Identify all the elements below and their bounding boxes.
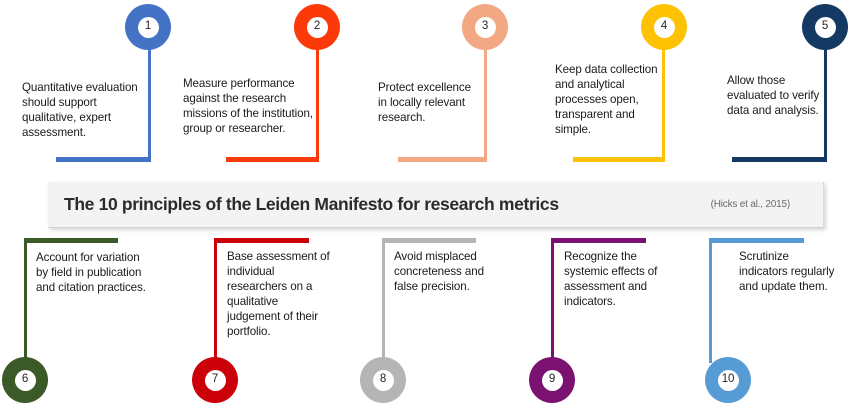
connector-stem-horizontal-7: [214, 238, 309, 243]
principle-marker-3[interactable]: 3: [462, 4, 508, 50]
title-banner: The 10 principles of the Leiden Manifest…: [48, 182, 824, 228]
principle-number-9: 9: [541, 369, 563, 391]
principle-marker-6[interactable]: 6: [2, 357, 48, 403]
principle-caption-7: Base assessment of individual researcher…: [227, 250, 330, 339]
principle-caption-3: Protect excellence in locally relevant r…: [378, 81, 471, 125]
connector-stem-vertical-3: [484, 44, 487, 160]
connector-stem-horizontal-2: [226, 157, 319, 162]
connector-stem-horizontal-1: [56, 157, 151, 162]
connector-stem-vertical-7: [214, 240, 217, 363]
connector-stem-vertical-4: [662, 44, 665, 160]
connector-stem-horizontal-3: [398, 157, 487, 162]
principle-caption-10: Scrutinize indicators regularly and upda…: [739, 250, 835, 294]
connector-stem-vertical-5: [824, 44, 827, 160]
connector-stem-horizontal-10: [709, 238, 804, 243]
connector-stem-vertical-1: [148, 44, 151, 160]
principle-number-10: 10: [717, 369, 739, 391]
connector-stem-vertical-8: [382, 240, 385, 363]
connector-stem-horizontal-9: [551, 238, 646, 243]
connector-stem-horizontal-4: [573, 157, 665, 162]
principle-number-5: 5: [814, 16, 836, 38]
principle-number-8: 8: [372, 369, 394, 391]
connector-stem-vertical-2: [316, 44, 319, 160]
connector-stem-vertical-10: [709, 240, 712, 363]
principle-marker-8[interactable]: 8: [360, 357, 406, 403]
connector-stem-vertical-6: [24, 240, 27, 363]
connector-stem-horizontal-8: [382, 238, 476, 243]
principle-caption-9: Recognize the systemic effects of assess…: [564, 250, 658, 309]
banner-citation: (Hicks et al., 2015): [710, 199, 791, 210]
principle-number-7: 7: [204, 369, 226, 391]
principle-marker-1[interactable]: 1: [125, 4, 171, 50]
principle-number-4: 4: [653, 16, 675, 38]
principle-number-6: 6: [14, 369, 36, 391]
principle-marker-10[interactable]: 10: [705, 357, 751, 403]
principle-marker-7[interactable]: 7: [192, 357, 238, 403]
principle-caption-2: Measure performance against the research…: [183, 77, 313, 136]
principle-number-3: 3: [474, 16, 496, 38]
principle-marker-9[interactable]: 9: [529, 357, 575, 403]
principle-marker-4[interactable]: 4: [641, 4, 687, 50]
principle-caption-1: Quantitative evaluation should support q…: [22, 81, 138, 140]
principle-caption-6: Account for variation by field in public…: [36, 251, 146, 295]
principle-caption-5: Allow those evaluated to verify data and…: [727, 74, 820, 118]
principle-number-1: 1: [137, 16, 159, 38]
principle-marker-2[interactable]: 2: [294, 4, 340, 50]
banner-title: The 10 principles of the Leiden Manifest…: [64, 194, 559, 214]
connector-stem-vertical-9: [551, 240, 554, 363]
principle-caption-8: Avoid misplaced concreteness and false p…: [394, 250, 484, 294]
connector-stem-horizontal-6: [24, 238, 118, 243]
connector-stem-horizontal-5: [732, 157, 827, 162]
principle-number-2: 2: [306, 16, 328, 38]
principle-marker-5[interactable]: 5: [802, 4, 848, 50]
principle-caption-4: Keep data collection and analytical proc…: [555, 63, 658, 137]
